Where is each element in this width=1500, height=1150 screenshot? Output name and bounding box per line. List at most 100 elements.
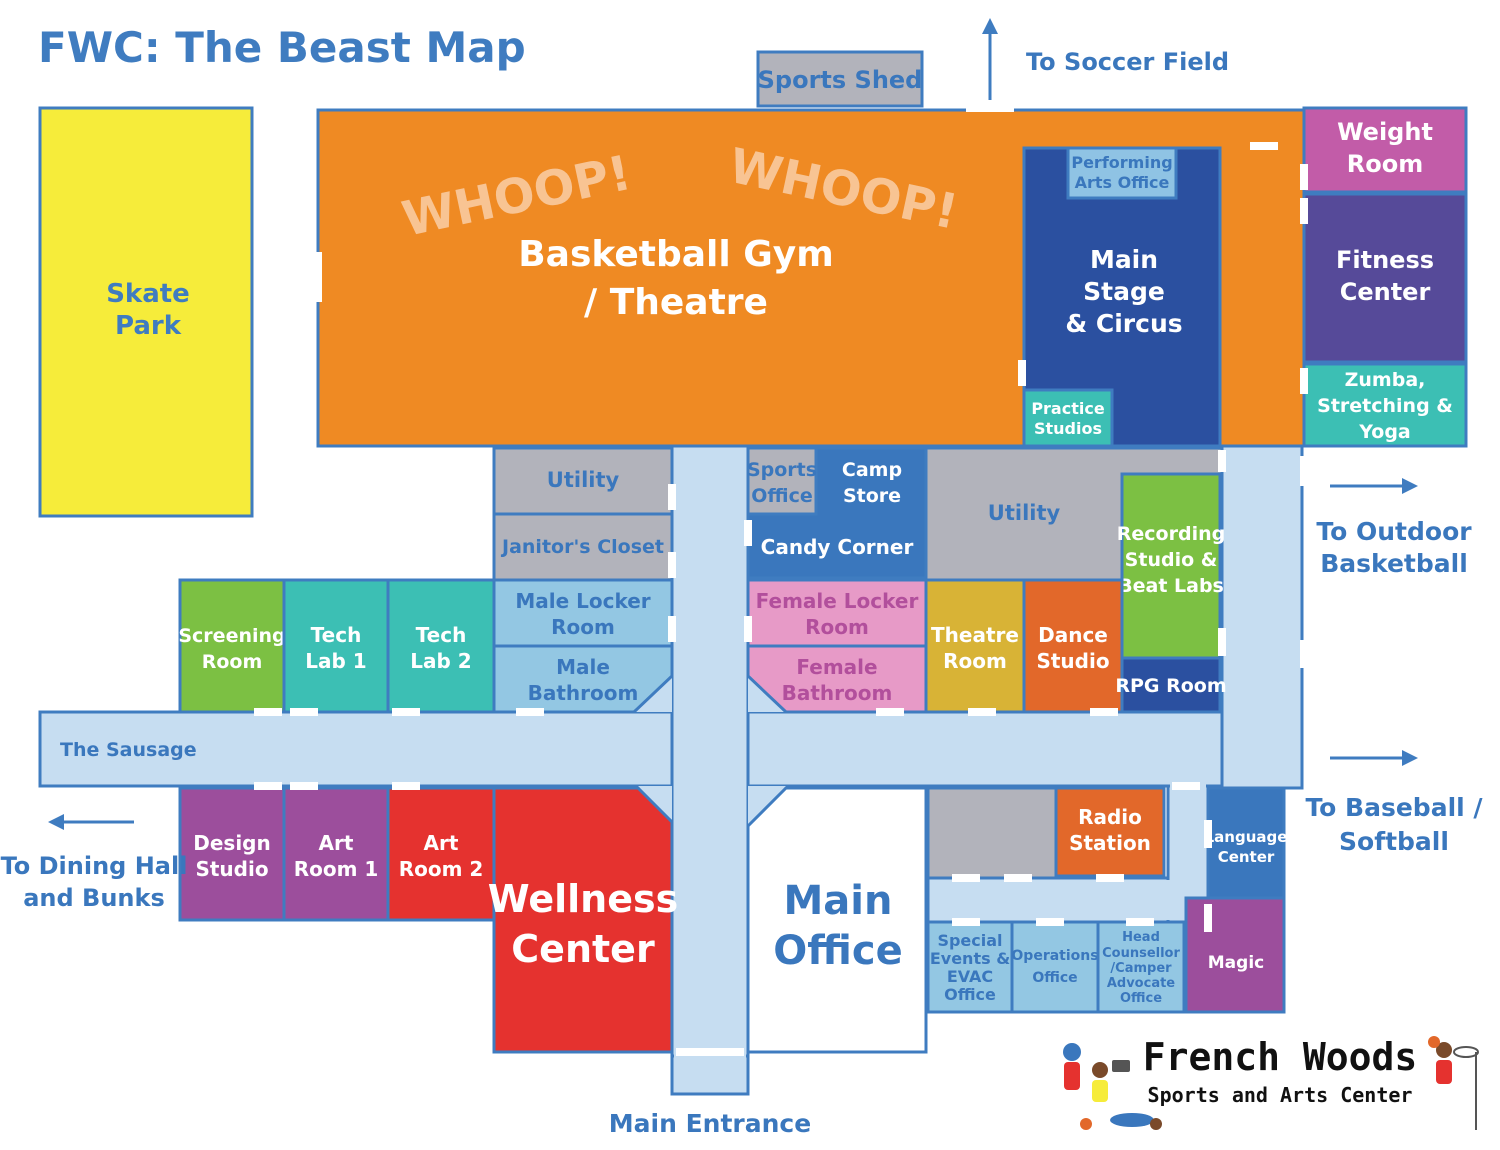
logo-name: French Woods: [1143, 1035, 1418, 1079]
special-events-label-1: Special: [937, 931, 1002, 950]
storage-room[interactable]: [926, 786, 1058, 880]
sports-shed-label: Sports Shed: [758, 66, 923, 94]
tech-lab-1-label-1: Tech: [311, 623, 362, 647]
radio-station-label-1: Radio: [1078, 805, 1142, 829]
special-events-label-4: Office: [944, 985, 996, 1004]
main-entrance-label: Main Entrance: [609, 1109, 811, 1138]
janitors-closet[interactable]: [492, 512, 674, 582]
wellness-center-label-1: Wellness: [488, 877, 678, 921]
female-locker-label-2: Room: [805, 615, 869, 639]
sports-office-label-2: Office: [751, 485, 813, 507]
recording-label-2: Studio &: [1125, 549, 1218, 571]
magic-room-label: Magic: [1208, 953, 1264, 973]
screening-room-label-1: Screening: [178, 625, 285, 647]
head-counsellor-office[interactable]: [1096, 920, 1186, 1014]
utility-left-label: Utility: [547, 468, 620, 492]
to-outdoor-basketball-label-2: Basketball: [1320, 549, 1468, 578]
zumba-label-1: Zumba,: [1345, 369, 1426, 391]
art-room-2[interactable]: [386, 786, 496, 922]
art-room-1[interactable]: [282, 786, 390, 922]
theatre-room[interactable]: [924, 578, 1026, 714]
recording-studio-beat-labs[interactable]: [1120, 472, 1222, 660]
sports-office[interactable]: [746, 446, 818, 516]
map-title: FWC: The Beast Map: [38, 23, 526, 72]
female-locker-label-1: Female Locker: [756, 589, 919, 613]
language-center[interactable]: [1206, 786, 1286, 900]
gym-label-2: / Theatre: [584, 282, 768, 323]
male-bathroom-label-2: Bathroom: [528, 681, 639, 705]
skate-park-label-2: Park: [115, 311, 182, 341]
screening-room-label-2: Room: [202, 651, 263, 673]
french-woods-logo: French Woods Sports and Arts Center: [1063, 1035, 1479, 1130]
performing-arts-office-label-1: Performing: [1071, 153, 1172, 172]
to-outdoor-basketball-label-1: To Outdoor: [1316, 517, 1472, 546]
zumba-label-3: Yoga: [1358, 421, 1411, 443]
zumba-stretching-yoga[interactable]: [1302, 362, 1468, 448]
performing-arts-office-label-2: Arts Office: [1075, 173, 1170, 192]
art-room-2-label-2: Room 2: [399, 857, 484, 881]
main-stage-label-3: & Circus: [1065, 309, 1182, 338]
tech-lab-2[interactable]: [386, 578, 496, 714]
male-bathroom-label-1: Male: [556, 655, 610, 679]
to-baseball-label-1: To Baseball /: [1305, 793, 1483, 822]
art-room-1-label-1: Art: [319, 831, 354, 855]
practice-studios-label-2: Studios: [1034, 419, 1102, 438]
utility-left[interactable]: [492, 446, 674, 516]
special-events-evac-office[interactable]: [926, 920, 1014, 1014]
main-office-label-1: Main: [784, 878, 893, 924]
head-counsellor-label-5: Office: [1120, 991, 1162, 1006]
male-locker-label-2: Room: [551, 615, 615, 639]
art-room-1-label-2: Room 1: [294, 857, 379, 881]
magic-room[interactable]: [1184, 896, 1286, 1014]
rpg-room[interactable]: [1120, 656, 1222, 714]
to-baseball-label-2: Softball: [1339, 827, 1449, 856]
zumba-label-2: Stretching &: [1317, 395, 1453, 417]
practice-studios[interactable]: [1022, 388, 1114, 448]
language-center-label-1: Language: [1205, 828, 1288, 846]
logo-subtitle: Sports and Arts Center: [1148, 1083, 1413, 1107]
art-room-2-label-1: Art: [424, 831, 459, 855]
operations-office-label-1: Operations: [1011, 948, 1098, 964]
language-center-label-2: Center: [1218, 848, 1275, 866]
main-office[interactable]: [746, 786, 928, 1054]
special-events-label-2: Events &: [930, 949, 1010, 968]
main-stage-label-1: Main: [1090, 245, 1158, 274]
female-bathroom[interactable]: [746, 644, 928, 714]
dance-studio[interactable]: [1022, 578, 1124, 714]
wellness-center[interactable]: [492, 786, 674, 1054]
gym-label-1: Basketball Gym: [518, 234, 834, 275]
skate-park-label-1: Skate: [106, 279, 190, 309]
skate-park[interactable]: [38, 106, 254, 518]
weight-room-label-2: Room: [1347, 150, 1423, 178]
weight-room[interactable]: [1302, 106, 1468, 194]
fitness-center[interactable]: [1302, 192, 1468, 364]
design-studio[interactable]: [178, 786, 286, 922]
dance-studio-label-2: Studio: [1036, 649, 1109, 673]
radio-station[interactable]: [1054, 786, 1166, 878]
tech-lab-2-label-1: Tech: [416, 623, 467, 647]
sports-shed[interactable]: [756, 50, 924, 108]
male-locker-label-1: Male Locker: [515, 589, 650, 613]
special-events-label-3: EVAC: [947, 967, 993, 986]
logo-figures-illustration: [1063, 1036, 1479, 1130]
theatre-room-label-2: Room: [943, 649, 1007, 673]
candy-corner-label: Candy Corner: [761, 535, 914, 559]
head-counsellor-label-3: /Camper: [1110, 961, 1172, 976]
camp-store-label-2: Store: [843, 485, 901, 507]
tech-lab-1-label-2: Lab 1: [305, 649, 366, 673]
operations-office[interactable]: [1010, 920, 1100, 1014]
female-bathroom-label-1: Female: [796, 655, 877, 679]
main-office-label-2: Office: [773, 928, 902, 974]
head-counsellor-label-4: Advocate: [1107, 976, 1175, 991]
janitors-closet-label: Janitor's Closet: [500, 536, 664, 558]
operations-office-label-2: Office: [1032, 970, 1077, 986]
the-sausage-label: The Sausage: [60, 739, 197, 761]
rpg-room-label: RPG Room: [1115, 675, 1226, 697]
main-entrance-corridor[interactable]: [670, 1054, 750, 1096]
screening-room[interactable]: [178, 578, 286, 714]
recording-label-1: Recording: [1117, 523, 1225, 545]
practice-studios-label-1: Practice: [1031, 399, 1105, 418]
performing-arts-office[interactable]: [1066, 146, 1178, 200]
office-corridor-horizontal[interactable]: [926, 876, 1170, 924]
